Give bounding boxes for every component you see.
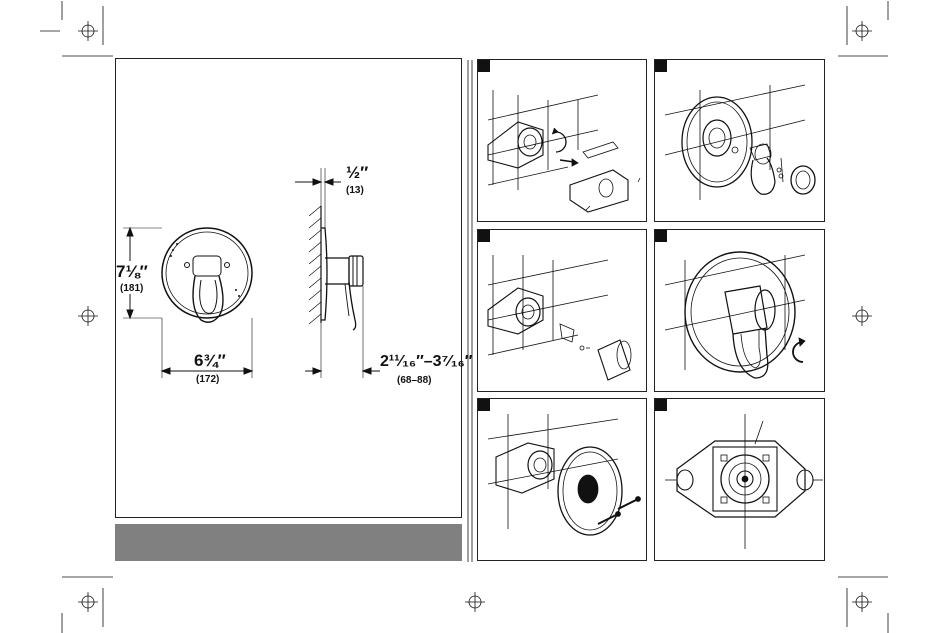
width-inches: 6¾″ bbox=[194, 351, 226, 371]
step-panel-3 bbox=[477, 229, 647, 392]
step-panel-4 bbox=[654, 229, 825, 392]
depth-range-mm: (68–88) bbox=[397, 375, 431, 386]
step-panel-6 bbox=[654, 398, 825, 561]
plate-thickness-mm: (13) bbox=[346, 185, 364, 196]
step-6-illustration bbox=[655, 399, 826, 562]
step-4-illustration bbox=[655, 230, 826, 393]
dimension-drawing bbox=[115, 58, 462, 518]
step-5-illustration bbox=[478, 399, 648, 562]
depth-range-inches: 2¹¹⁄₁₆″–3⁷⁄₁₆″ bbox=[380, 353, 472, 371]
step-panel-1 bbox=[477, 59, 647, 222]
plate-thickness-inches: ½″ bbox=[346, 163, 368, 183]
height-inches: 7⅛″ bbox=[116, 262, 148, 282]
width-mm: (172) bbox=[196, 374, 219, 385]
step-1-illustration bbox=[478, 60, 648, 223]
step-panel-2 bbox=[654, 59, 825, 222]
height-mm: (181) bbox=[120, 283, 143, 294]
step-2-illustration bbox=[655, 60, 826, 223]
caption-bar bbox=[115, 524, 462, 561]
step-panel-5 bbox=[477, 398, 647, 561]
step-3-illustration bbox=[478, 230, 648, 393]
